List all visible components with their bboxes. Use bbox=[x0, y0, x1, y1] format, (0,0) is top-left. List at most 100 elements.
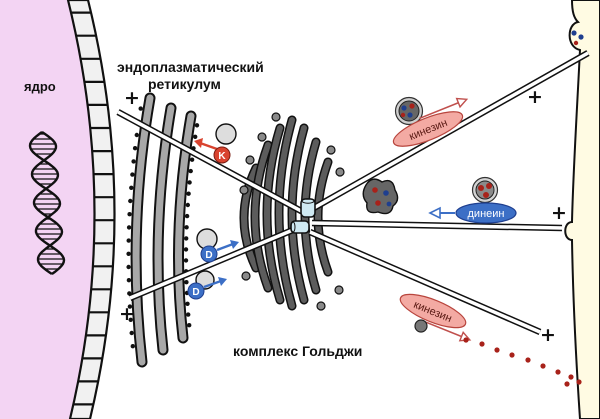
golgi-cisterna bbox=[252, 142, 271, 291]
ribosomes bbox=[126, 106, 200, 349]
ribosome bbox=[132, 146, 138, 151]
golgi-cisterna bbox=[241, 165, 259, 271]
microtubule bbox=[129, 225, 301, 300]
ribosome bbox=[188, 168, 193, 174]
cargo-dot bbox=[409, 103, 415, 109]
vesicle-lumen bbox=[398, 100, 420, 122]
dna-strand bbox=[28, 131, 64, 275]
golgi-vesicle bbox=[316, 301, 326, 311]
k-cargo-vesicle bbox=[215, 123, 237, 145]
d-arrow-shaft bbox=[203, 279, 222, 289]
vesicle-body bbox=[362, 178, 399, 215]
cargo-dot bbox=[509, 352, 515, 358]
ribosome bbox=[130, 344, 135, 349]
d-marker-label: D bbox=[205, 250, 212, 261]
golgi-vesicle bbox=[335, 167, 345, 177]
cargo-dot bbox=[483, 192, 489, 198]
ribosome bbox=[126, 278, 132, 283]
cargo-dot bbox=[372, 187, 378, 193]
golgi-vesicle bbox=[241, 271, 251, 281]
kinesin-body bbox=[392, 111, 464, 147]
cargo-vesicle-dynein bbox=[471, 176, 499, 204]
d-arrow-head bbox=[230, 240, 239, 249]
cargo-dot bbox=[555, 369, 561, 375]
cargo-dot bbox=[383, 190, 389, 196]
cargo-trail bbox=[463, 337, 582, 387]
cargo-dot bbox=[407, 112, 413, 118]
er-label-line2: ретикулум bbox=[148, 76, 221, 92]
ribosome bbox=[186, 312, 191, 317]
er-cisterna bbox=[175, 112, 195, 342]
ribosome bbox=[189, 157, 195, 162]
ribosome bbox=[187, 323, 192, 328]
golgi-cisterna bbox=[276, 117, 295, 309]
golgi-vesicle bbox=[271, 112, 281, 122]
microtubule bbox=[309, 230, 541, 334]
ribosome bbox=[184, 225, 189, 230]
cargo-dot bbox=[463, 337, 469, 343]
dynein-label: динеин bbox=[468, 208, 505, 220]
dynein-arrow-head bbox=[428, 206, 441, 220]
kinesin-body bbox=[399, 293, 467, 329]
exocytosed-cargo bbox=[578, 34, 584, 40]
ribosome bbox=[126, 225, 132, 230]
cargo-dot bbox=[564, 381, 570, 387]
dynein-body bbox=[455, 202, 517, 224]
d-transport-lower: D bbox=[187, 270, 227, 300]
ribosome bbox=[184, 213, 190, 219]
small-cargo-vesicle bbox=[414, 319, 428, 333]
cargo-vesicle-upper bbox=[394, 96, 424, 126]
ribosome bbox=[186, 191, 191, 196]
d-arrow-head bbox=[218, 277, 227, 286]
ribosome bbox=[131, 159, 136, 164]
exocytosed-cargo bbox=[571, 30, 577, 36]
cargo-dot bbox=[494, 347, 500, 353]
centriole-top bbox=[301, 198, 315, 204]
golgi-vesicle bbox=[326, 145, 336, 155]
cargo-dot bbox=[486, 183, 492, 189]
plus-end-sign: + bbox=[119, 303, 135, 325]
ribosome bbox=[187, 180, 192, 185]
golgi-cisterna bbox=[264, 125, 283, 303]
ribosome bbox=[127, 212, 132, 217]
d-marker-label: D bbox=[192, 287, 199, 298]
microtubule bbox=[117, 110, 304, 214]
microtubules bbox=[116, 50, 590, 335]
ribosome bbox=[127, 304, 133, 309]
cargo-dot bbox=[525, 357, 531, 363]
d-arrow-shaft bbox=[216, 242, 234, 252]
dna-double-helix bbox=[28, 131, 66, 275]
centriole bbox=[300, 198, 316, 218]
d-marker bbox=[200, 245, 218, 263]
microtubule bbox=[311, 51, 589, 211]
ribosome bbox=[185, 202, 190, 208]
ribosome bbox=[128, 198, 133, 204]
k-marker-label: K bbox=[218, 151, 226, 162]
plasma-membrane bbox=[564, 0, 600, 419]
ribosome bbox=[129, 185, 134, 190]
kinesin-arrow-head bbox=[455, 97, 469, 109]
cargo-dot bbox=[400, 112, 406, 118]
cargo-dot bbox=[540, 363, 546, 369]
cargo-dot bbox=[568, 374, 574, 380]
plus-end-sign: + bbox=[540, 324, 556, 346]
k-marker bbox=[213, 146, 231, 164]
centriole-end bbox=[290, 221, 296, 233]
exocytosed-cargo bbox=[573, 40, 579, 46]
ribosome bbox=[183, 258, 189, 263]
golgi-vesicles bbox=[239, 112, 345, 311]
ribosome bbox=[128, 317, 133, 322]
ribosome bbox=[194, 123, 200, 128]
k-arrow-shaft bbox=[199, 141, 218, 151]
plus-end-sign: + bbox=[124, 87, 140, 109]
k-transport: K bbox=[194, 123, 237, 164]
cargo-dot bbox=[479, 341, 485, 347]
kinesin-direction-arrow bbox=[422, 320, 464, 339]
d-transport-upper: D bbox=[196, 228, 239, 263]
centrosome bbox=[290, 198, 316, 234]
k-arrow-head bbox=[194, 138, 203, 148]
microtubule bbox=[311, 221, 563, 230]
kinesin-direction-arrow bbox=[419, 101, 461, 120]
golgi-vesicle bbox=[239, 185, 249, 195]
